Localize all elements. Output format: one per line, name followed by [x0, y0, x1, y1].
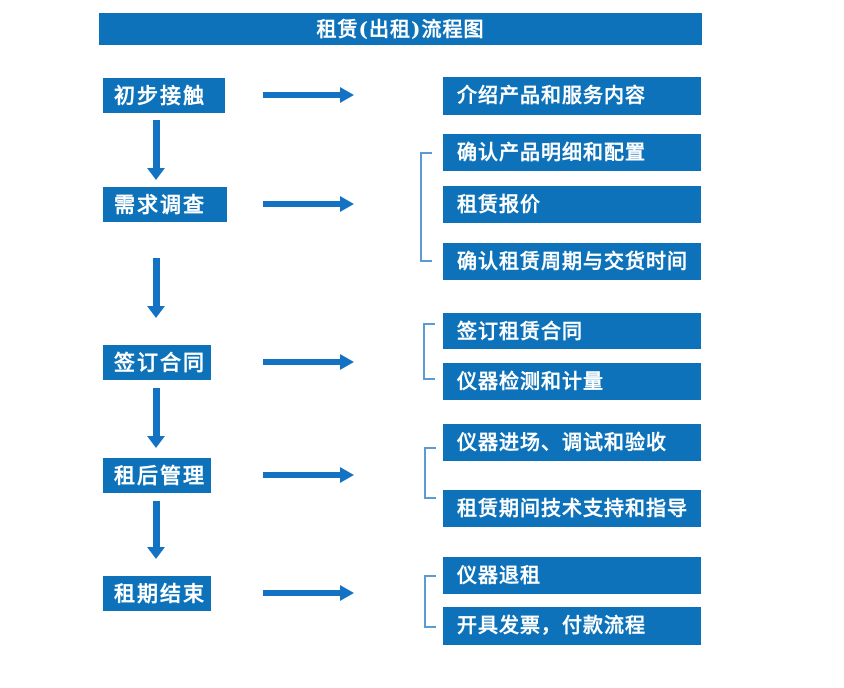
detail-introduce-products: 介绍产品和服务内容 — [443, 77, 701, 115]
right-arrow-shaft — [263, 359, 340, 365]
flow-step-sign-contract: 签订合同 — [103, 345, 211, 380]
flow-step-post-rental-management: 租后管理 — [103, 458, 211, 493]
flow-step-rental-end: 租期结束 — [103, 576, 211, 611]
right-arrow-head-icon — [340, 585, 354, 601]
detail-rental-quote: 租赁报价 — [443, 186, 701, 223]
down-arrow-head-icon — [147, 168, 165, 180]
detail-confirm-product-details: 确认产品明细和配置 — [443, 134, 701, 171]
down-arrow-shaft — [152, 258, 160, 306]
right-arrow — [263, 196, 354, 212]
detail-sign-rental-contract: 签订租赁合同 — [443, 313, 701, 349]
right-arrow-head-icon — [340, 87, 354, 103]
down-arrow-shaft — [152, 501, 160, 547]
right-arrow-head-icon — [340, 354, 354, 370]
right-arrow — [263, 585, 354, 601]
down-arrow-head-icon — [147, 547, 165, 559]
right-arrow — [263, 467, 354, 483]
right-arrow — [263, 354, 354, 370]
group-bracket — [424, 447, 436, 499]
right-arrow-shaft — [263, 590, 340, 596]
group-bracket — [423, 323, 435, 380]
down-arrow — [147, 258, 165, 318]
right-arrow — [263, 87, 354, 103]
group-bracket — [424, 575, 436, 628]
right-arrow-shaft — [263, 472, 340, 478]
detail-invoice-payment: 开具发票，付款流程 — [443, 607, 701, 645]
down-arrow — [147, 501, 165, 559]
right-arrow-shaft — [263, 201, 340, 207]
flow-step-initial-contact: 初步接触 — [103, 78, 225, 113]
detail-instrument-inspection: 仪器检测和计量 — [443, 363, 701, 400]
detail-instrument-setup-acceptance: 仪器进场、调试和验收 — [443, 424, 701, 461]
right-arrow-head-icon — [340, 467, 354, 483]
down-arrow-shaft — [152, 388, 160, 436]
flow-step-demand-survey: 需求调查 — [103, 187, 227, 222]
down-arrow-head-icon — [147, 306, 165, 318]
flowchart-title: 租赁(出租)流程图 — [99, 13, 702, 45]
down-arrow-shaft — [152, 120, 160, 168]
down-arrow — [147, 388, 165, 448]
right-arrow-head-icon — [340, 196, 354, 212]
down-arrow-head-icon — [147, 436, 165, 448]
detail-instrument-return: 仪器退租 — [443, 557, 701, 594]
down-arrow — [147, 120, 165, 180]
detail-tech-support: 租赁期间技术支持和指导 — [443, 490, 701, 527]
detail-confirm-rental-period: 确认租赁周期与交货时间 — [443, 243, 701, 280]
group-bracket — [420, 152, 432, 262]
right-arrow-shaft — [263, 92, 340, 98]
